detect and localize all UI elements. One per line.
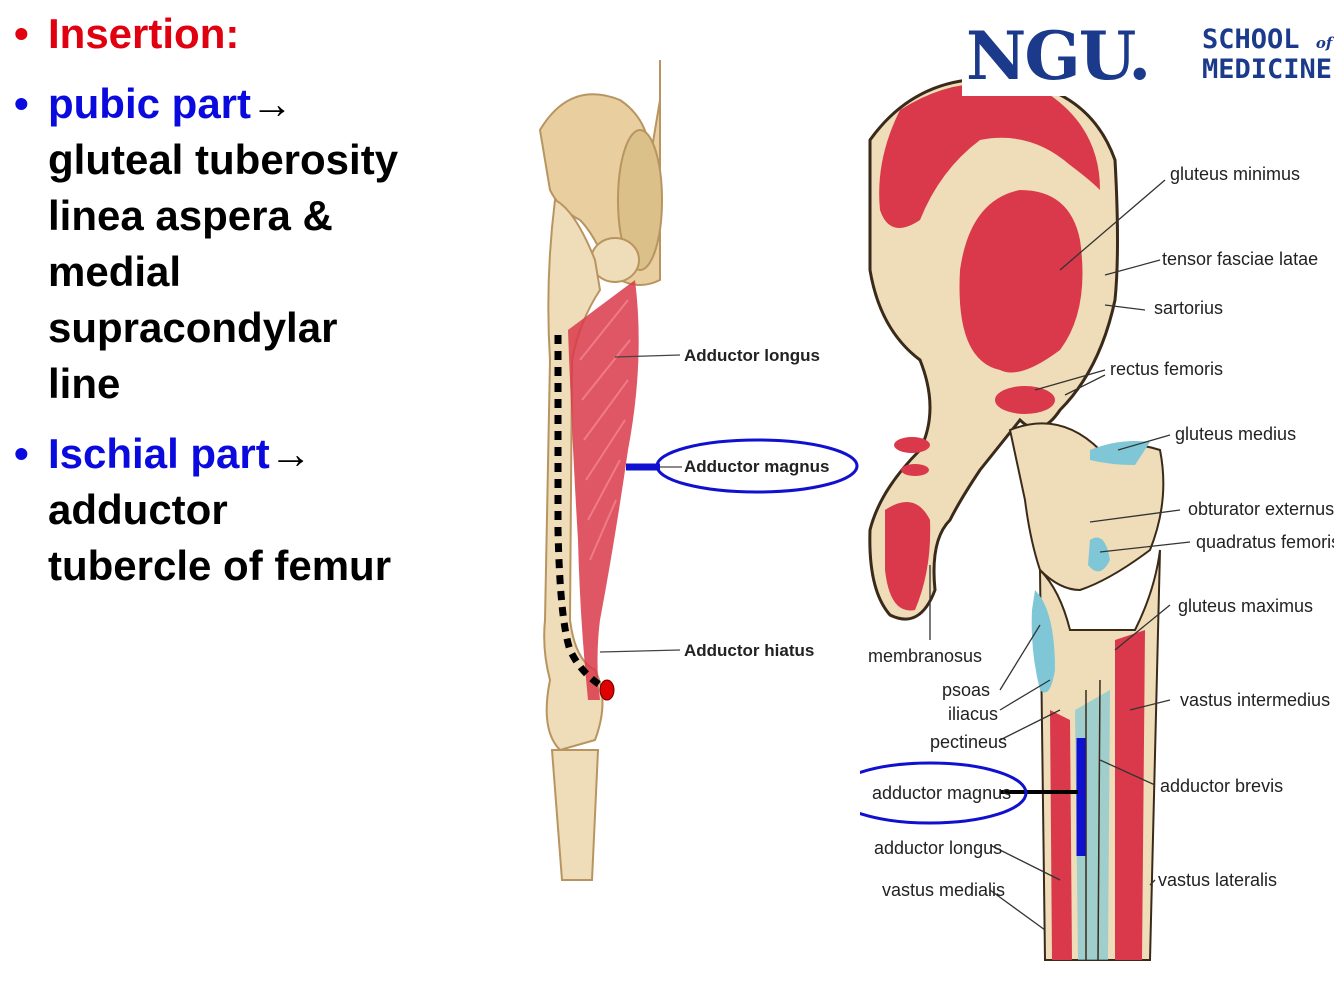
label-sartorius: sartorius xyxy=(1154,298,1223,318)
ischial-area-2 xyxy=(901,464,929,476)
pubic-line-2: linea aspera & xyxy=(48,192,333,239)
label-vastus-intermedius: vastus intermedius xyxy=(1180,690,1330,710)
gluteus-medius-attachment xyxy=(1090,441,1150,465)
pubic-line-3: medial xyxy=(48,248,182,295)
tibia-bone xyxy=(550,749,600,881)
label-gluteus-medius: gluteus medius xyxy=(1175,424,1296,444)
adductor-tubercle-marker xyxy=(599,679,615,701)
logo-of: of xyxy=(1315,34,1333,52)
femur-attachments-illustration: gluteus minimus tensor fasciae latae sar… xyxy=(860,77,1334,961)
label-tensor-fasciae-latae: tensor fasciae latae xyxy=(1162,249,1318,269)
femur-adductor-illustration: Adductor longus Adductor magnus Adductor… xyxy=(538,60,859,881)
label-rectus-femoris: rectus femoris xyxy=(1110,359,1223,379)
insertion-dotted-line xyxy=(554,335,607,692)
bullet-dot: • xyxy=(14,10,29,57)
vastus-lateralis-band xyxy=(1115,630,1145,960)
ischial-tuberosity-area xyxy=(885,502,931,611)
iliac-muscle-area xyxy=(879,83,1100,228)
label-psoas: psoas xyxy=(942,680,990,700)
logo-medicine: MEDICINE xyxy=(1202,54,1333,85)
highlight-circle-adductor-magnus xyxy=(655,438,859,494)
highlight-circle-adductor-magnus-right xyxy=(860,761,1028,825)
quadratus-femoris-attachment xyxy=(1088,537,1110,572)
insertion-heading: Insertion: xyxy=(48,10,240,57)
arrow-icon: → xyxy=(269,430,312,477)
bullet-dot: • xyxy=(14,80,29,127)
label-vastus-medialis: vastus medialis xyxy=(882,880,1005,900)
bullet-pubic: • pubic part→ gluteal tuberosity linea a… xyxy=(14,76,454,412)
pubic-line-5: line xyxy=(48,360,121,407)
ngu-logo: NGU. SCHOOL of MEDICINE xyxy=(962,16,1334,96)
label-adductor-magnus: Adductor magnus xyxy=(684,457,829,476)
bullet-list: • Insertion: • pubic part→ gluteal tuber… xyxy=(14,6,454,594)
bullet-insertion: • Insertion: xyxy=(14,6,454,62)
gluteus-minimus-area xyxy=(959,190,1083,373)
pubic-part-label: pubic part xyxy=(48,80,252,127)
label-adductor-longus: Adductor longus xyxy=(684,346,820,365)
psoas-iliacus-attachment xyxy=(1031,590,1055,693)
ischial-part-label: Ischial part xyxy=(48,430,270,477)
label-adductor-hiatus: Adductor hiatus xyxy=(684,641,814,660)
pubic-line-4: supracondylar xyxy=(48,304,338,351)
vastus-medialis-band xyxy=(1050,710,1072,960)
label-pectineus: pectineus xyxy=(930,732,1007,752)
arrow-icon: → xyxy=(251,80,294,127)
ischial-line-1: adductor xyxy=(48,486,228,533)
label-vastus-lateralis: vastus lateralis xyxy=(1158,870,1277,890)
bullet-ischial: • Ischial part→ adductor tubercle of fem… xyxy=(14,426,454,594)
bullet-dot: • xyxy=(14,430,29,477)
label-gluteus-minimus: gluteus minimus xyxy=(1170,164,1300,184)
ischial-line-2: tubercle of femur xyxy=(48,542,392,589)
ischial-area-1 xyxy=(894,437,930,453)
logo-school-text: SCHOOL xyxy=(1202,24,1300,55)
rectus-femoris-area xyxy=(995,386,1055,414)
pubic-line-1: gluteal tuberosity xyxy=(48,136,399,183)
logo-brand: NGU. xyxy=(966,17,1151,95)
label-iliacus: iliacus xyxy=(948,704,998,724)
label-adductor-brevis: adductor brevis xyxy=(1160,776,1283,796)
label-obturator-externus: obturator externus xyxy=(1188,499,1334,519)
label-adductor-longus-right: adductor longus xyxy=(874,838,1002,858)
logo-school: SCHOOL of xyxy=(1202,26,1332,57)
muscle-fibers xyxy=(579,299,631,561)
label-quadratus-femoris: quadratus femoris xyxy=(1196,532,1334,552)
sacrum-bone xyxy=(617,129,663,271)
label-gluteus-maximus: gluteus maximus xyxy=(1178,596,1313,616)
label-membranosus: membranosus xyxy=(868,646,982,666)
label-adductor-magnus-right: adductor magnus xyxy=(872,783,1011,803)
